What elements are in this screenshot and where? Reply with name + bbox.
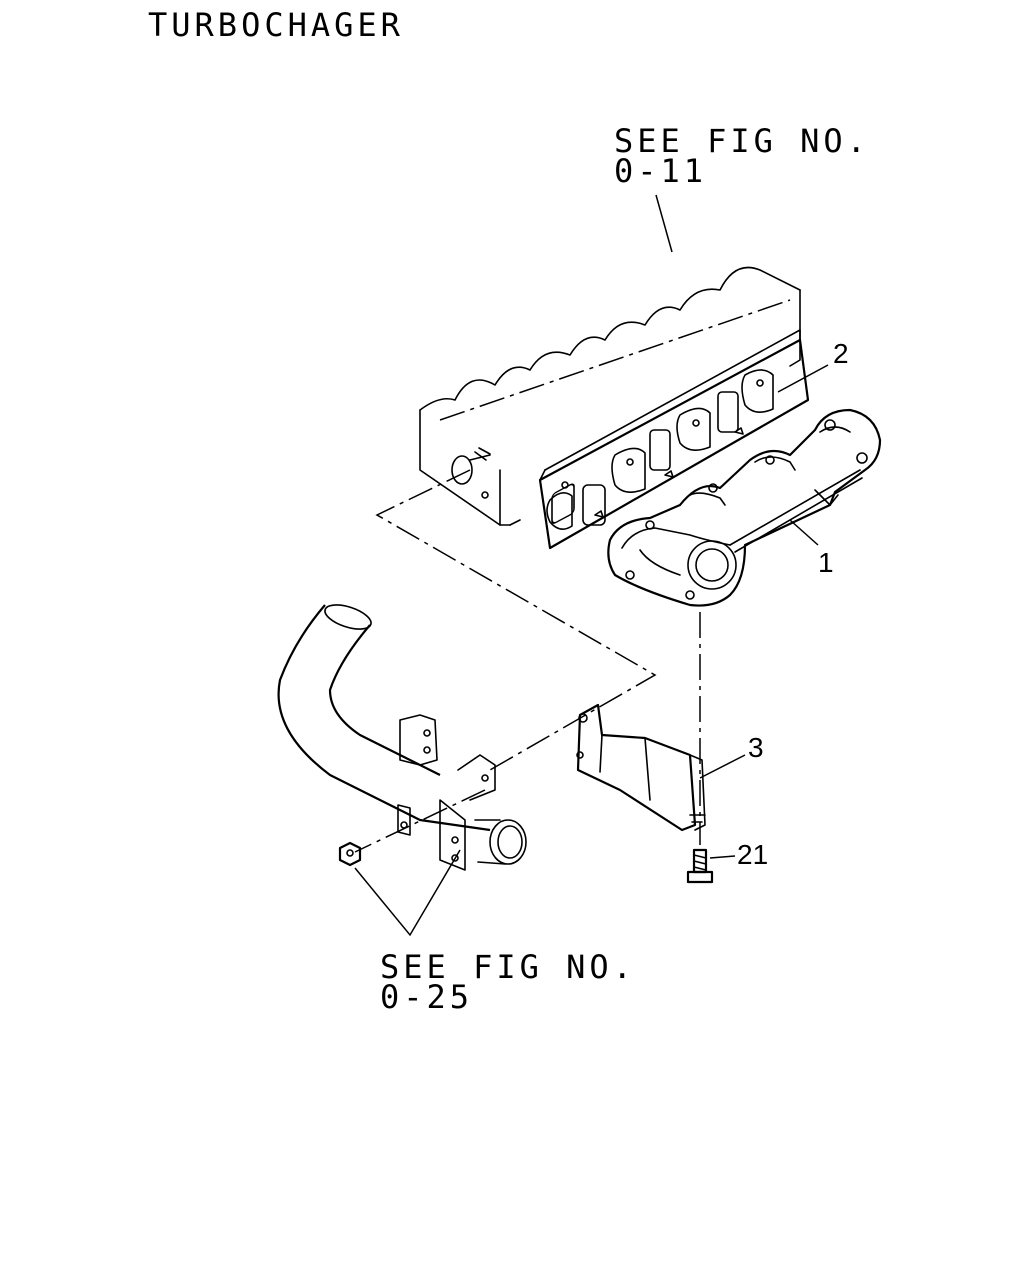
callout-21-leader — [709, 855, 736, 859]
callout-3-leader — [699, 754, 746, 779]
callout-3: 3 — [748, 732, 764, 763]
nut — [338, 841, 362, 867]
reference-fig-0-11: SEE FIG NO. 0-11 — [614, 122, 870, 190]
bolt — [686, 848, 714, 884]
reference-fig-0-25: SEE FIG NO. 0-25 — [380, 948, 636, 1016]
callout-21: 21 — [737, 839, 768, 870]
turbo-outlet-pipe — [277, 604, 527, 871]
heat-shield-bracket — [576, 703, 706, 832]
callout-1: 1 — [818, 547, 834, 578]
reference-line2: 0-11 — [614, 152, 707, 190]
exhaust-manifold — [607, 408, 882, 607]
reference-leader-upper — [655, 194, 673, 253]
reference-line2: 0-25 — [380, 978, 473, 1016]
manifold-gasket — [538, 329, 810, 550]
callout-2-leader — [777, 364, 829, 393]
reference-line1: SEE FIG NO. — [380, 948, 636, 986]
assembly-line-nut — [354, 789, 486, 853]
diagram-title: TURBOCHAGER — [148, 6, 404, 44]
cylinder-head — [419, 266, 801, 526]
callout-2: 2 — [833, 338, 849, 369]
assembly-line-left — [375, 469, 657, 771]
reference-leader-lower — [354, 849, 461, 937]
reference-line1: SEE FIG NO. — [614, 122, 870, 160]
callout-1-leader — [789, 519, 819, 546]
